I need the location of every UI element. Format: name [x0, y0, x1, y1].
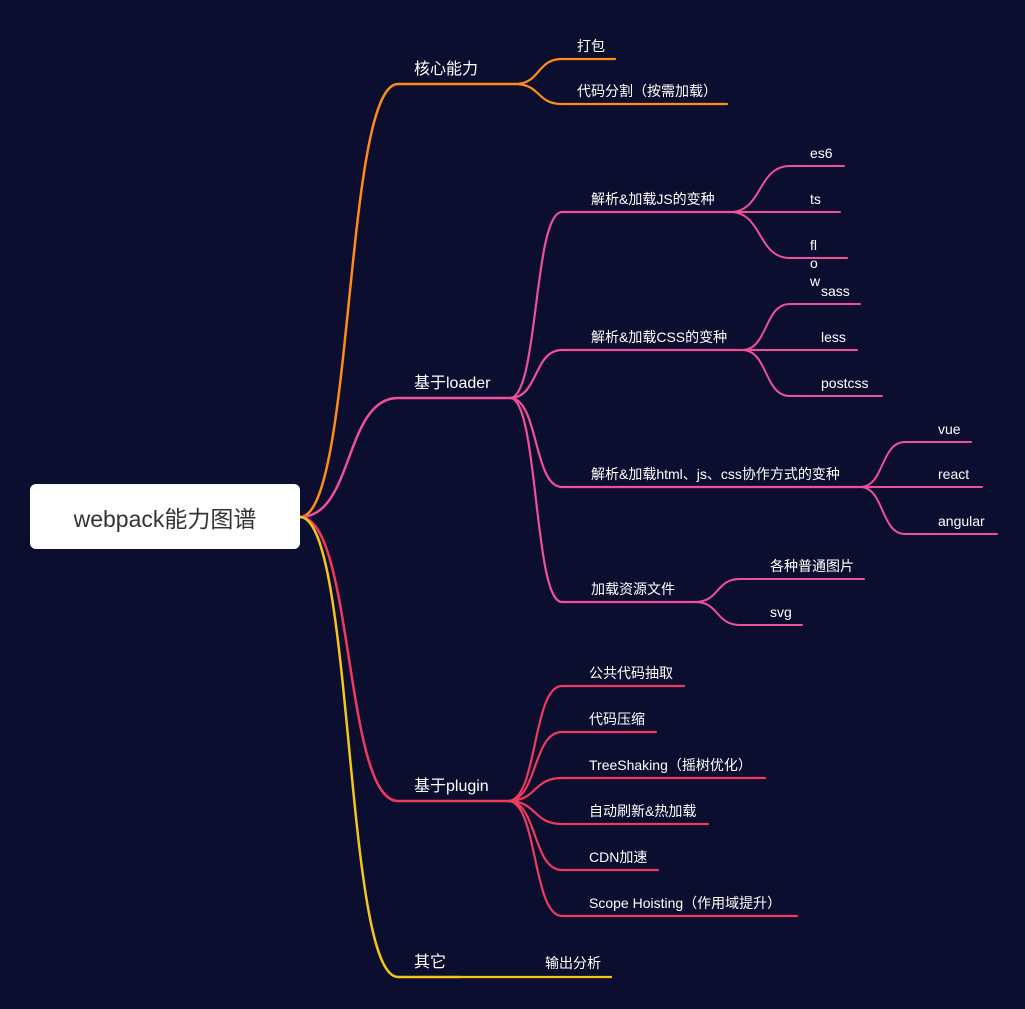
- leaf-connector-1-2-2: [859, 486, 998, 535]
- child-label-2-5[interactable]: Scope Hoisting（作用域提升）: [589, 895, 782, 911]
- leaf-connector-1-1-2: [741, 349, 883, 397]
- child-connector-2-3: [506, 799, 710, 826]
- branch-label-1[interactable]: 基于loader: [414, 375, 491, 392]
- leaf-connector-1-0-2: [729, 211, 848, 259]
- leaf-label-1-2-2[interactable]: angular: [938, 513, 985, 529]
- child-connector-0-0: [513, 57, 617, 86]
- child-label-0-0[interactable]: 打包: [577, 38, 605, 54]
- child-connector-0-1: [513, 82, 729, 106]
- child-label-1-1[interactable]: 解析&加载CSS的变种: [591, 329, 728, 345]
- child-label-1-0[interactable]: 解析&加载JS的变种: [591, 191, 715, 207]
- leaf-label-1-1-2[interactable]: postcss: [821, 375, 869, 391]
- child-label-2-3[interactable]: 自动刷新&热加载: [589, 803, 697, 819]
- root-node-label: webpack能力图谱: [73, 505, 257, 532]
- leaf-connector-1-2-0: [859, 441, 972, 488]
- leaf-label-1-3-1[interactable]: svg: [770, 604, 792, 620]
- child-connector-1-3: [508, 396, 697, 604]
- child-label-2-1[interactable]: 代码压缩: [589, 711, 645, 727]
- root-node[interactable]: webpack能力图谱: [30, 484, 300, 549]
- child-connector-2-4: [506, 799, 660, 872]
- leaf-label-1-1-0[interactable]: sass: [821, 283, 850, 299]
- child-connector-2-5: [506, 799, 799, 918]
- branch-connector-2: [298, 515, 510, 803]
- child-label-2-2[interactable]: TreeShaking（摇树优化）: [589, 757, 752, 773]
- child-label-3-0[interactable]: 输出分析: [545, 955, 601, 971]
- leaf-label-1-2-0[interactable]: vue: [938, 421, 961, 437]
- leaf-label-1-2-1[interactable]: react: [938, 466, 970, 482]
- branch-connector-3: [298, 515, 462, 979]
- branch-label-3[interactable]: 其它: [414, 954, 447, 971]
- leaf-connector-1-0-0: [729, 165, 845, 213]
- child-connector-1-1: [508, 348, 744, 400]
- child-connector-1-2: [508, 396, 862, 489]
- branch-label-0[interactable]: 核心能力: [414, 61, 479, 78]
- child-connector-1-0: [508, 210, 732, 400]
- child-label-2-4[interactable]: CDN加速: [589, 849, 648, 865]
- child-label-1-2[interactable]: 解析&加载html、js、css协作方式的变种: [591, 466, 840, 482]
- leaf-label-1-3-0[interactable]: 各种普通图片: [770, 558, 854, 574]
- leaf-label-1-1-1[interactable]: less: [821, 329, 846, 345]
- child-connector-2-1: [506, 730, 658, 803]
- branch-connector-1: [298, 396, 512, 519]
- child-label-1-3[interactable]: 加载资源文件: [591, 581, 675, 597]
- child-label-0-1[interactable]: 代码分割（按需加载）: [577, 83, 717, 99]
- branch-label-2[interactable]: 基于plugin: [414, 778, 489, 795]
- child-connector-2-2: [506, 776, 767, 803]
- leaf-connector-1-1-0: [741, 303, 861, 351]
- leaf-label-1-0-0[interactable]: es6: [810, 145, 833, 161]
- branch-connector-0: [298, 82, 517, 519]
- child-label-2-0[interactable]: 公共代码抽取: [589, 665, 673, 681]
- leaf-label-1-0-2[interactable]: flow: [810, 237, 821, 289]
- child-connector-2-0: [506, 684, 686, 803]
- leaf-label-1-0-1[interactable]: ts: [810, 191, 821, 207]
- leaf-connector-1-3-1: [694, 601, 803, 626]
- leaf-connector-1-3-0: [694, 578, 865, 603]
